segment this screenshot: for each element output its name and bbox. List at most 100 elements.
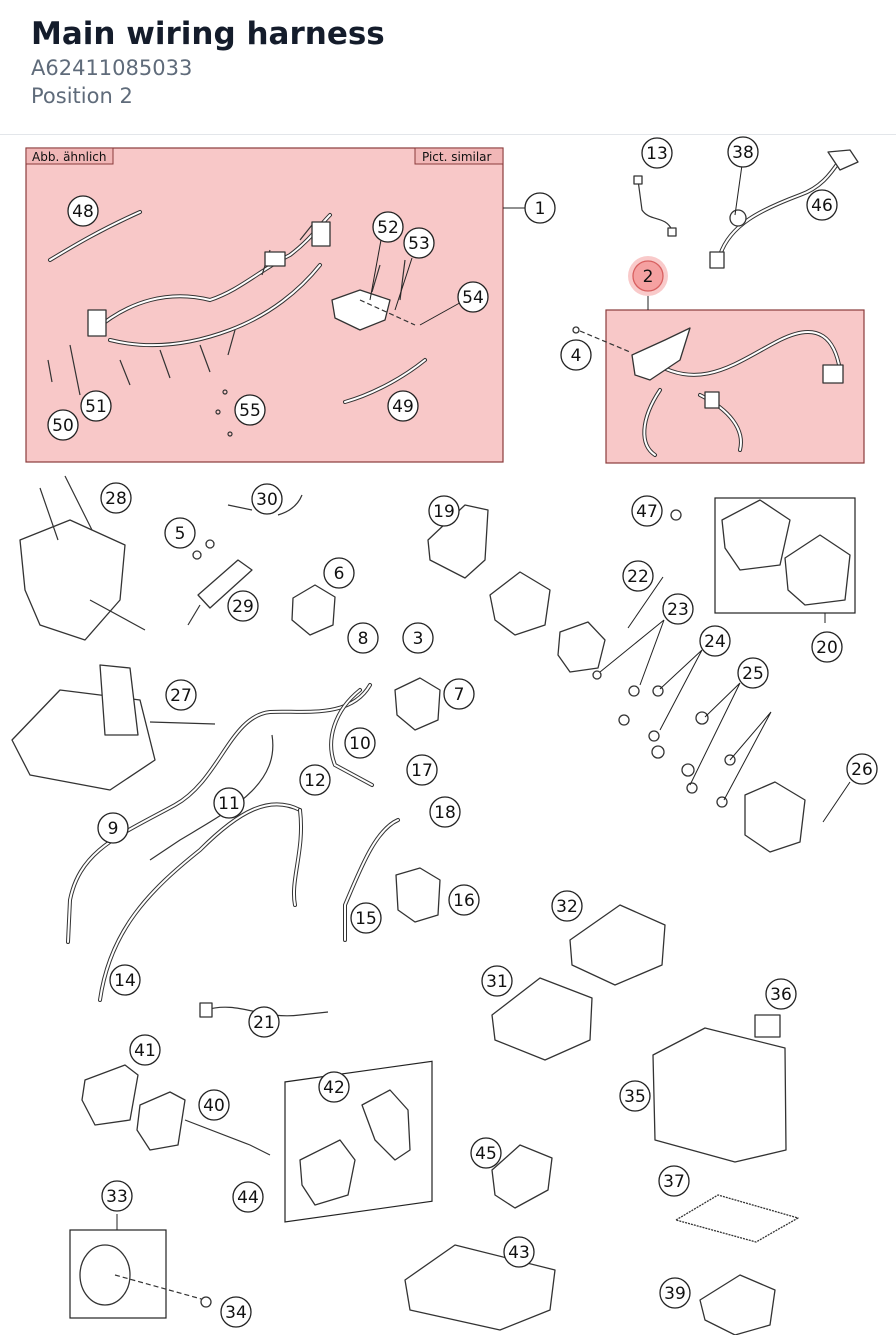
callout-51[interactable]: 51: [80, 390, 112, 422]
callout-43[interactable]: 43: [503, 1236, 535, 1268]
callout-circle: [109, 964, 141, 996]
callout-number: 47: [636, 502, 658, 522]
callout-1[interactable]: 1: [524, 192, 556, 224]
part-37-drawing: [675, 1194, 799, 1243]
exploded-parts-diagram: Abb. ähnlich Pict. similar: [11, 136, 878, 1335]
callout-45[interactable]: 45: [470, 1137, 502, 1169]
callout-34[interactable]: 34: [220, 1296, 252, 1328]
callout-32[interactable]: 32: [551, 890, 583, 922]
callout-16[interactable]: 16: [448, 884, 480, 916]
callout-33[interactable]: 33: [101, 1180, 133, 1212]
washers-nuts: [592, 509, 736, 808]
callout-31[interactable]: 31: [481, 965, 513, 997]
callout-48[interactable]: 48: [67, 195, 99, 227]
callout-28[interactable]: 28: [100, 482, 132, 514]
page-title: Main wiring harness: [31, 16, 385, 52]
callout-20[interactable]: 20: [811, 631, 843, 663]
callout-number: 10: [349, 734, 371, 754]
callout-3[interactable]: 3: [402, 622, 434, 654]
callout-number: 36: [770, 985, 792, 1005]
callout-38[interactable]: 38: [727, 136, 759, 168]
callout-24[interactable]: 24: [699, 625, 731, 657]
callout-14[interactable]: 14: [109, 964, 141, 996]
callout-12[interactable]: 12: [299, 764, 331, 796]
callout-circle: [481, 965, 513, 997]
callout-circle: [213, 787, 245, 819]
part-26-drawing: [744, 781, 806, 853]
callout-18[interactable]: 18: [429, 796, 461, 828]
callout-13[interactable]: 13: [641, 137, 673, 169]
callout-circle: [101, 1180, 133, 1212]
callout-number: 30: [256, 490, 278, 510]
callout-9[interactable]: 9: [97, 812, 129, 844]
callout-number: 55: [239, 401, 261, 421]
callout-number: 44: [237, 1188, 259, 1208]
callout-54[interactable]: 54: [457, 281, 489, 313]
callout-number: 35: [624, 1087, 646, 1107]
callout-47[interactable]: 47: [631, 495, 663, 527]
item-42-frame: [284, 1060, 433, 1223]
callout-4[interactable]: 4: [560, 339, 592, 371]
callout-number: 22: [627, 567, 649, 587]
callout-circle: [727, 136, 759, 168]
callout-27[interactable]: 27: [165, 679, 197, 711]
callout-44[interactable]: 44: [232, 1181, 264, 1213]
callout-21[interactable]: 21: [248, 1006, 280, 1038]
callout-10[interactable]: 10: [344, 727, 376, 759]
callout-circle: [457, 281, 489, 313]
callout-17[interactable]: 17: [406, 754, 438, 786]
callout-number: 18: [434, 803, 456, 823]
callout-19[interactable]: 19: [428, 495, 460, 527]
callout-11[interactable]: 11: [213, 787, 245, 819]
callout-number: 11: [218, 794, 240, 814]
part-13-drawing: [633, 175, 677, 237]
callout-36[interactable]: 36: [765, 978, 797, 1010]
callout-circle: [641, 137, 673, 169]
callout-55[interactable]: 55: [234, 394, 266, 426]
callout-41[interactable]: 41: [129, 1034, 161, 1066]
callout-46[interactable]: 46: [806, 189, 838, 221]
callout-15[interactable]: 15: [350, 902, 382, 934]
part-6-drawing: [291, 584, 336, 636]
callout-8[interactable]: 8: [347, 622, 379, 654]
callout-25[interactable]: 25: [737, 657, 769, 689]
callout-52[interactable]: 52: [372, 211, 404, 243]
sub-harness-drawing: [572, 326, 844, 457]
callout-number: 29: [232, 597, 254, 617]
part-29-drawing: [187, 539, 253, 626]
callout-22[interactable]: 22: [622, 560, 654, 592]
callout-number: 3: [413, 629, 424, 649]
callout-50[interactable]: 50: [47, 409, 79, 441]
callout-30[interactable]: 30: [251, 483, 283, 515]
callout-circle: [67, 195, 99, 227]
callout-circle: [402, 622, 434, 654]
part-28-drawing: [19, 475, 146, 641]
callout-29[interactable]: 29: [227, 590, 259, 622]
callout-circle: [619, 1080, 651, 1112]
callout-number: 39: [664, 1284, 686, 1304]
callout-circle: [323, 557, 355, 589]
item-33-frame: [69, 1229, 167, 1319]
callout-number: 38: [732, 143, 754, 163]
callout-circle: [80, 390, 112, 422]
callout-circle: [318, 1071, 350, 1103]
callout-40[interactable]: 40: [198, 1089, 230, 1121]
callout-26[interactable]: 26: [846, 753, 878, 785]
callout-circle: [503, 1236, 535, 1268]
callout-42[interactable]: 42: [318, 1071, 350, 1103]
callout-circle: [765, 978, 797, 1010]
callout-49[interactable]: 49: [387, 390, 419, 422]
callout-35[interactable]: 35: [619, 1080, 651, 1112]
callout-5[interactable]: 5: [164, 517, 196, 549]
callout-number: 6: [334, 564, 345, 584]
callout-39[interactable]: 39: [659, 1277, 691, 1309]
callout-2[interactable]: 2: [628, 256, 668, 296]
callout-6[interactable]: 6: [323, 557, 355, 589]
callout-circle: [403, 227, 435, 259]
callout-53[interactable]: 53: [403, 227, 435, 259]
label-similar-en-text: Pict. similar: [422, 150, 492, 164]
callout-circle: [198, 1089, 230, 1121]
callout-23[interactable]: 23: [662, 593, 694, 625]
callout-7[interactable]: 7: [443, 678, 475, 710]
callout-37[interactable]: 37: [658, 1165, 690, 1197]
